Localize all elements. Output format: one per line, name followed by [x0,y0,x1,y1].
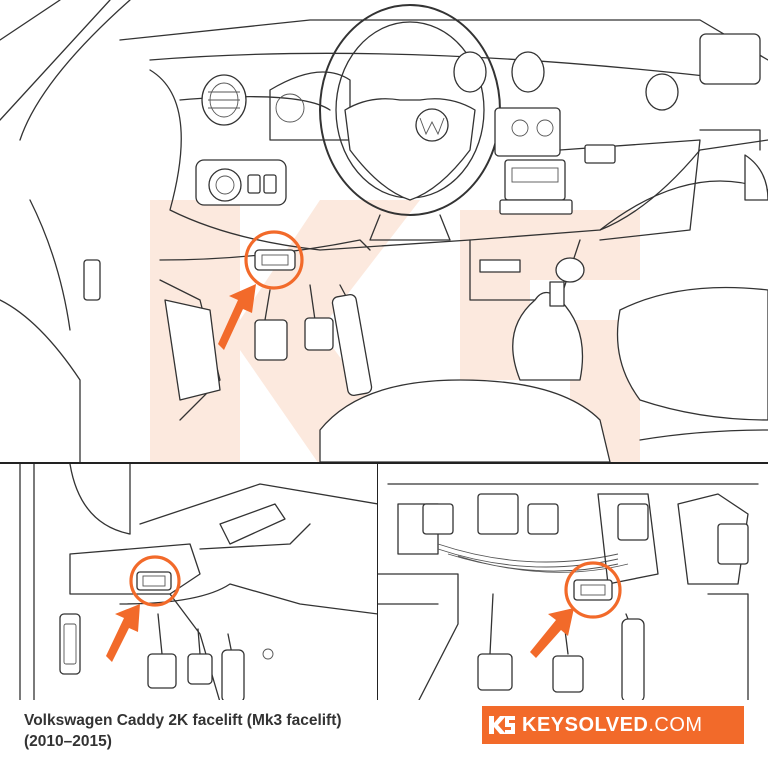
cabin-overview-drawing [0,0,768,462]
cabin-overview-illustration [0,0,768,462]
under-dash-closeup-drawing [19,464,377,700]
closeup-pedals [147,613,245,700]
light-switch-panel [195,159,287,206]
closeup-obd-socket-highlight [564,561,622,619]
vehicle-model: Volkswagen Caddy 2K facelift (Mk3 faceli… [24,712,342,729]
keysolved-brand-banner[interactable]: KEYSOLVED.COM [482,706,744,744]
obd-port-highlight [244,230,304,290]
pedals [254,284,373,397]
gear-shifter [512,257,585,381]
closeup-obd-port-highlight [129,555,181,607]
arrow-to-obd-port [218,284,256,350]
vehicle-years: (2010–2015) [24,733,112,750]
left-air-vent [201,74,247,126]
closeup-arrow-to-obd-port [106,604,140,662]
vehicle-caption: Volkswagen Caddy 2K facelift (Mk3 faceli… [24,710,342,752]
brand-name: KEYSOLVED.COM [522,713,703,736]
under-dash-closeup-illustration [0,462,378,700]
ks-logo-icon [482,706,522,744]
pedal-area-closeup-illustration [378,462,768,700]
pedal-area-closeup-drawing [378,483,759,700]
closeup-arrow-to-obd-socket [530,608,574,658]
center-console [453,51,581,301]
closeup-pedal-set [477,593,645,700]
